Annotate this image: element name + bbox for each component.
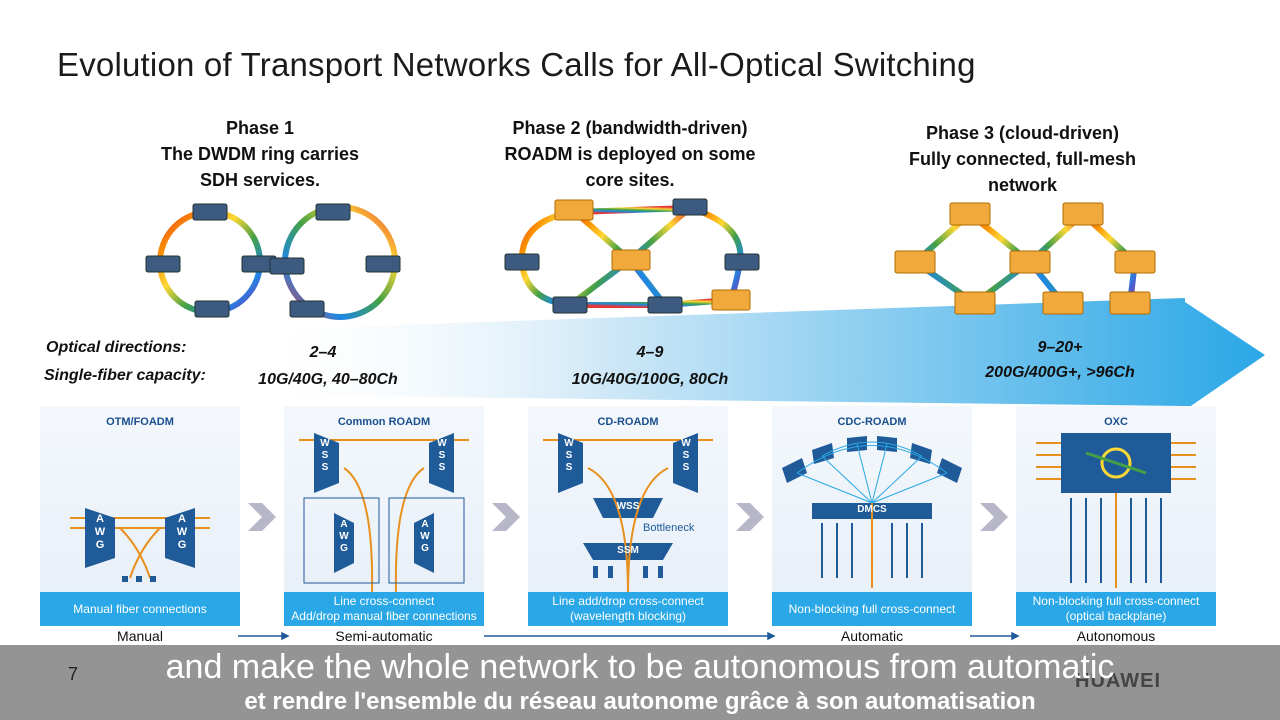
panel-title: OXC <box>1104 416 1128 428</box>
dmcs-module-label: DMCS <box>857 504 887 515</box>
panel-caption: Line add/drop cross-connect(wavelength b… <box>528 592 728 626</box>
panel-caption: Non-blocking full cross-connect <box>772 592 972 626</box>
stage-automatic: Automatic <box>840 628 904 644</box>
panel-caption: Manual fiber connections <box>40 592 240 626</box>
phase-1-line3: SDH services. <box>199 170 321 190</box>
huawei-logo: HUAWEI <box>1075 670 1161 692</box>
network-topology-diagram <box>145 198 1265 410</box>
phase-3-capacity: 200G/400G+, >96Ch <box>985 364 1135 381</box>
phase-3-directions: 9–20+ <box>1037 339 1083 356</box>
chevron-right-icon <box>492 503 520 531</box>
optical-directions-label: Optical directions: <box>46 339 187 356</box>
stage-autonomous: Autonomous <box>1076 628 1156 644</box>
panel-title: OTM/FOADM <box>106 416 174 428</box>
phase-1-title: Phase 1 <box>225 118 295 138</box>
chevron-right-icon <box>736 503 764 531</box>
slide-number: 7 <box>68 664 79 684</box>
stage-semi-automatic: Semi-automatic <box>335 628 433 644</box>
slide-title: Evolution of Transport Networks Calls fo… <box>57 46 976 83</box>
common-roadm-diagram-icon <box>299 433 469 592</box>
subtitle-bar <box>0 645 1280 720</box>
subtitle-french: et rendre l'ensemble du réseau autonome … <box>244 688 1036 715</box>
single-fiber-capacity-label: Single-fiber capacity: <box>44 367 206 384</box>
phase-3-title: Phase 3 (cloud-driven) <box>925 123 1120 143</box>
ssm-module-label: SSM <box>617 545 639 556</box>
phase-2-line3: core sites. <box>585 170 675 190</box>
phase-1-capacity: 10G/40G, 40–80Ch <box>258 371 398 388</box>
cdc-roadm-diagram-icon <box>782 436 962 588</box>
chevron-right-icon <box>248 503 276 531</box>
wss-module-label: WSS <box>616 501 640 512</box>
roadm-node-icon <box>554 199 751 311</box>
panel-title: CDC-ROADM <box>837 416 907 428</box>
oxc-diagram-icon <box>1036 433 1196 588</box>
phase-3-header: Phase 3 (cloud-driven) Fully connected, … <box>870 120 1175 198</box>
roadm-node-icon <box>894 202 1156 315</box>
phase-1-line2: The DWDM ring carries <box>160 144 360 164</box>
chevron-right-icon <box>980 503 1008 531</box>
phase-2-header: Phase 2 (bandwidth-driven) ROADM is depl… <box>470 115 790 193</box>
dwdm-node-icon <box>145 203 401 318</box>
panel-title: CD-ROADM <box>597 416 659 428</box>
bottleneck-label: Bottleneck <box>643 522 695 534</box>
foadm-diagram-icon <box>70 508 210 582</box>
panel-caption: Non-blocking full cross-connect(optical … <box>1016 592 1216 626</box>
phase-2-line2: ROADM is deployed on some <box>504 144 756 164</box>
stage-manual: Manual <box>117 628 163 644</box>
phase-2-capacity: 10G/40G/100G, 80Ch <box>571 371 729 388</box>
cd-roadm-diagram-icon <box>543 433 713 592</box>
evolution-arrow <box>250 298 1265 410</box>
phase-1-directions: 2–4 <box>309 344 337 361</box>
panel-title: Common ROADM <box>337 416 431 428</box>
subtitle-english: and make the whole network to be autonom… <box>165 648 1115 686</box>
phase-2-title: Phase 2 (bandwidth-driven) <box>512 118 748 138</box>
panel-cdc-roadm: CDC-ROADM DMCS Non-blocking full cross-c… <box>772 406 972 626</box>
phase-3-line2: Fully connected, full-mesh <box>908 149 1137 169</box>
phase-1-header: Phase 1 The DWDM ring carries SDH servic… <box>135 115 385 193</box>
phase-2-directions: 4–9 <box>636 344 664 361</box>
panel-oxc: OXC Non-blocking full cross-connect(opti… <box>1016 406 1216 626</box>
phase-3-line3: network <box>987 175 1057 195</box>
dwdm-node-icon <box>504 198 760 314</box>
